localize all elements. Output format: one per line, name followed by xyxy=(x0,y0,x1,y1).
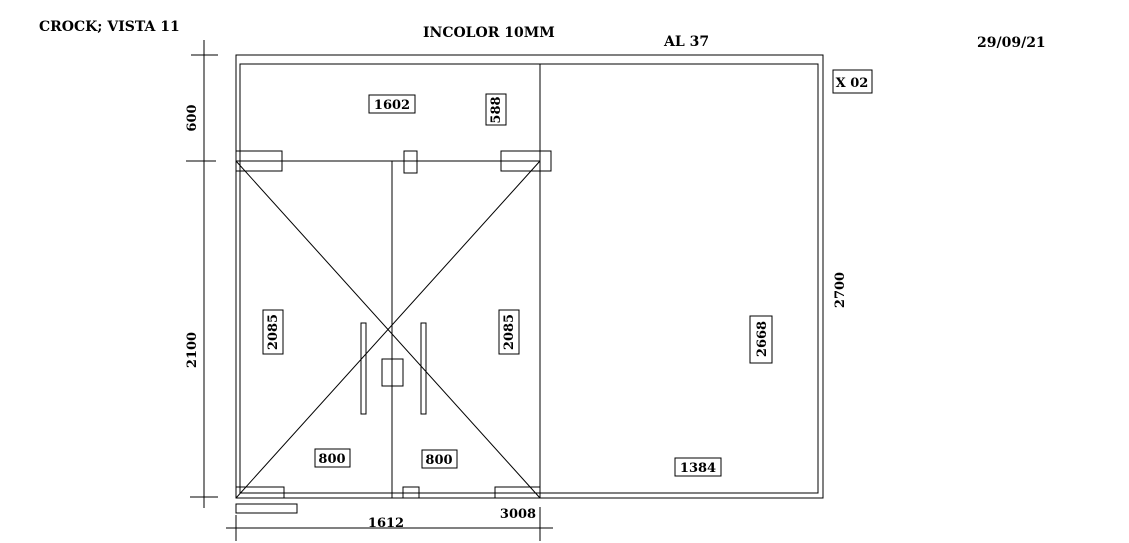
right-leaf-height-label: 2085 xyxy=(502,314,517,350)
right-leaf-height-box xyxy=(498,309,520,355)
left-leaf-width-label: 800 xyxy=(318,452,345,467)
right-pull-handle xyxy=(420,322,427,415)
top-height-label: 600 xyxy=(185,104,200,131)
right-leaf-width-box xyxy=(421,449,458,469)
fixed-panel-height-box xyxy=(749,315,773,364)
transom-height-label: 588 xyxy=(489,96,504,123)
transom-width-label: 1602 xyxy=(374,98,410,113)
floor-spring xyxy=(235,503,298,514)
bottom-center-lock xyxy=(402,486,420,499)
glass-spec-label: INCOLOR 10MM xyxy=(423,25,555,41)
left-pull-handle xyxy=(360,322,367,415)
quantity-label: X 02 xyxy=(836,76,869,91)
fixed-panel-width-box xyxy=(674,457,722,477)
top-center-lock xyxy=(403,150,418,174)
transom-height-box xyxy=(485,93,507,126)
client-label: CROCK; VISTA 11 xyxy=(39,19,180,35)
leaf-cross-line xyxy=(235,160,541,499)
top-patch-fitting-right xyxy=(500,150,552,172)
fixed-panel-width-label: 1384 xyxy=(680,461,716,476)
overall-width-label: 3008 xyxy=(500,507,536,522)
fixed-panel-height-label: 2668 xyxy=(755,321,770,357)
top-patch-fitting-left xyxy=(235,150,283,172)
bottom-patch-fitting-right xyxy=(494,486,541,499)
left-leaf-width-box xyxy=(314,448,351,468)
door-total-width-label: 1612 xyxy=(368,516,404,531)
date-label: 29/09/21 xyxy=(977,35,1046,51)
door-height-label: 2100 xyxy=(185,332,200,368)
left-leaf-height-label: 2085 xyxy=(266,314,281,350)
inner-frame xyxy=(239,63,819,494)
bottom-patch-fitting-left xyxy=(235,486,285,499)
total-height-label: 2700 xyxy=(833,272,848,308)
right-leaf-width-label: 800 xyxy=(425,453,452,468)
left-leaf-height-box xyxy=(262,309,284,355)
series-label: AL 37 xyxy=(664,34,710,50)
center-lock-box xyxy=(381,358,404,387)
transom-width-box xyxy=(368,94,416,114)
outer-frame xyxy=(235,54,824,499)
quantity-box xyxy=(832,69,873,94)
